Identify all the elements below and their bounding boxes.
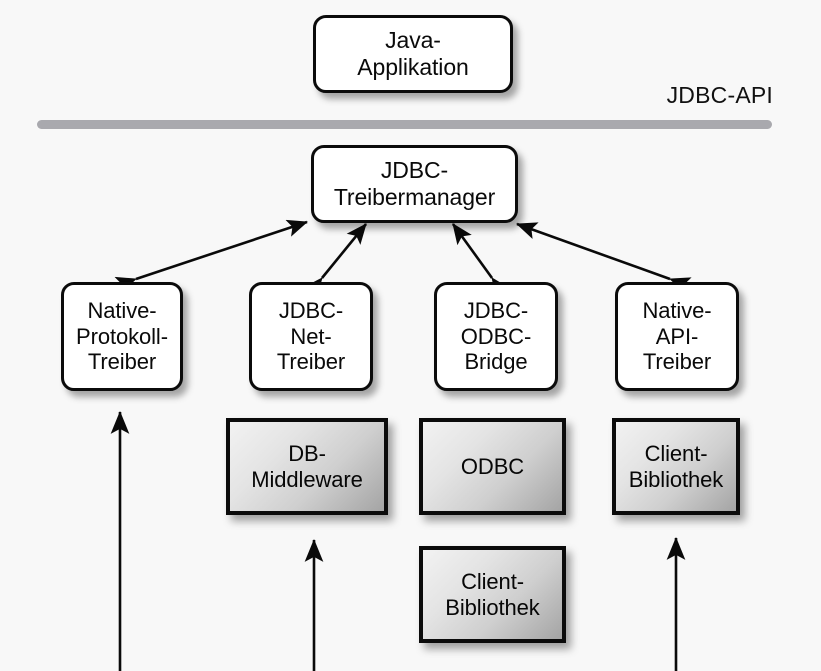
connector-manager-jdbc-odbc (451, 223, 511, 300)
box-jdbc-odbc-bridge[interactable]: JDBC- ODBC- Bridge (434, 282, 558, 391)
box-jdbc-net-treiber-label: JDBC- Net- Treiber (276, 297, 346, 375)
box-client-bibliothek-odbc-label: Client- Bibliothek (445, 568, 540, 620)
box-db-middleware-label: DB- Middleware (251, 440, 363, 492)
jdbc-api-label: JDBC-API (666, 82, 773, 108)
box-native-api-treiber-label: Native- API- Treiber (642, 297, 712, 375)
connector-manager-jdbc-net (302, 223, 368, 299)
box-client-bibliothek-right[interactable]: Client- Bibliothek (612, 418, 740, 515)
box-jdbc-odbc-bridge-label: JDBC- ODBC- Bridge (460, 297, 532, 375)
box-native-protokoll-treiber[interactable]: Native- Protokoll- Treiber (61, 282, 183, 391)
box-odbc[interactable]: ODBC (419, 418, 566, 515)
connector-manager-native-api (516, 222, 692, 295)
box-java-application-label: Java- Applikation (357, 27, 469, 80)
box-java-application[interactable]: Java- Applikation (313, 15, 513, 93)
box-client-bibliothek-right-label: Client- Bibliothek (628, 440, 724, 492)
box-native-protokoll-treiber-label: Native- Protokoll- Treiber (76, 297, 168, 375)
jdbc-api-divider-bar (37, 120, 772, 129)
box-jdbc-treibermanager-label: JDBC- Treibermanager (333, 157, 496, 210)
box-native-api-treiber[interactable]: Native- API- Treiber (615, 282, 739, 391)
connector-manager-native-protokoll (114, 219, 308, 294)
box-client-bibliothek-odbc[interactable]: Client- Bibliothek (419, 546, 566, 643)
box-jdbc-net-treiber[interactable]: JDBC- Net- Treiber (249, 282, 373, 391)
box-db-middleware[interactable]: DB- Middleware (226, 418, 388, 515)
box-jdbc-treibermanager[interactable]: JDBC- Treibermanager (311, 145, 518, 223)
box-odbc-label: ODBC (460, 453, 525, 479)
